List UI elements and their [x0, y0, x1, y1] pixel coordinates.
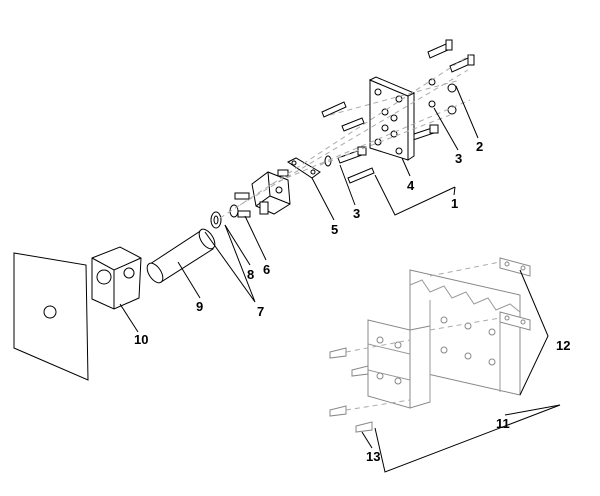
callout-9: 9 [196, 299, 203, 314]
callout-11: 11 [496, 416, 510, 431]
callout-2: 2 [476, 139, 483, 154]
part-10-trim-block [91, 246, 142, 310]
callout-3-upper: 3 [455, 151, 462, 166]
callout-1: 1 [451, 196, 458, 211]
callout-12: 12 [556, 338, 570, 353]
part-13-screws [329, 347, 373, 433]
nuts-right [428, 78, 457, 115]
callout-4: 4 [407, 178, 415, 193]
part-9-cylinder-sleeve [146, 228, 216, 284]
part-2-wall-anchor-lower [449, 54, 475, 73]
callout-13: 13 [366, 449, 380, 464]
explode-lines-top [219, 54, 471, 219]
part-10-wall-plate [13, 252, 89, 381]
part-6-valve-body [234, 169, 291, 218]
callout-8: 8 [247, 267, 254, 282]
part-3-screw-lower [337, 146, 367, 164]
part-2-wall-anchor-upper [427, 39, 453, 59]
leader-lines [119, 85, 561, 473]
callout-10: 10 [134, 332, 148, 347]
callout-6: 6 [263, 262, 270, 277]
part-5-link-strap [287, 157, 321, 179]
part-12-bracket-lower [499, 311, 531, 331]
explode-lines-frame [345, 261, 501, 411]
part-11-frame-assembly [367, 269, 521, 409]
part-12-bracket-upper [499, 257, 531, 277]
callout-3-lower: 3 [353, 206, 360, 221]
anchor-screws-left [321, 101, 375, 184]
callout-7: 7 [257, 304, 264, 319]
callout-5: 5 [331, 222, 338, 237]
part-4-mounting-plate [368, 76, 416, 161]
part-9-end-ring [210, 211, 222, 229]
